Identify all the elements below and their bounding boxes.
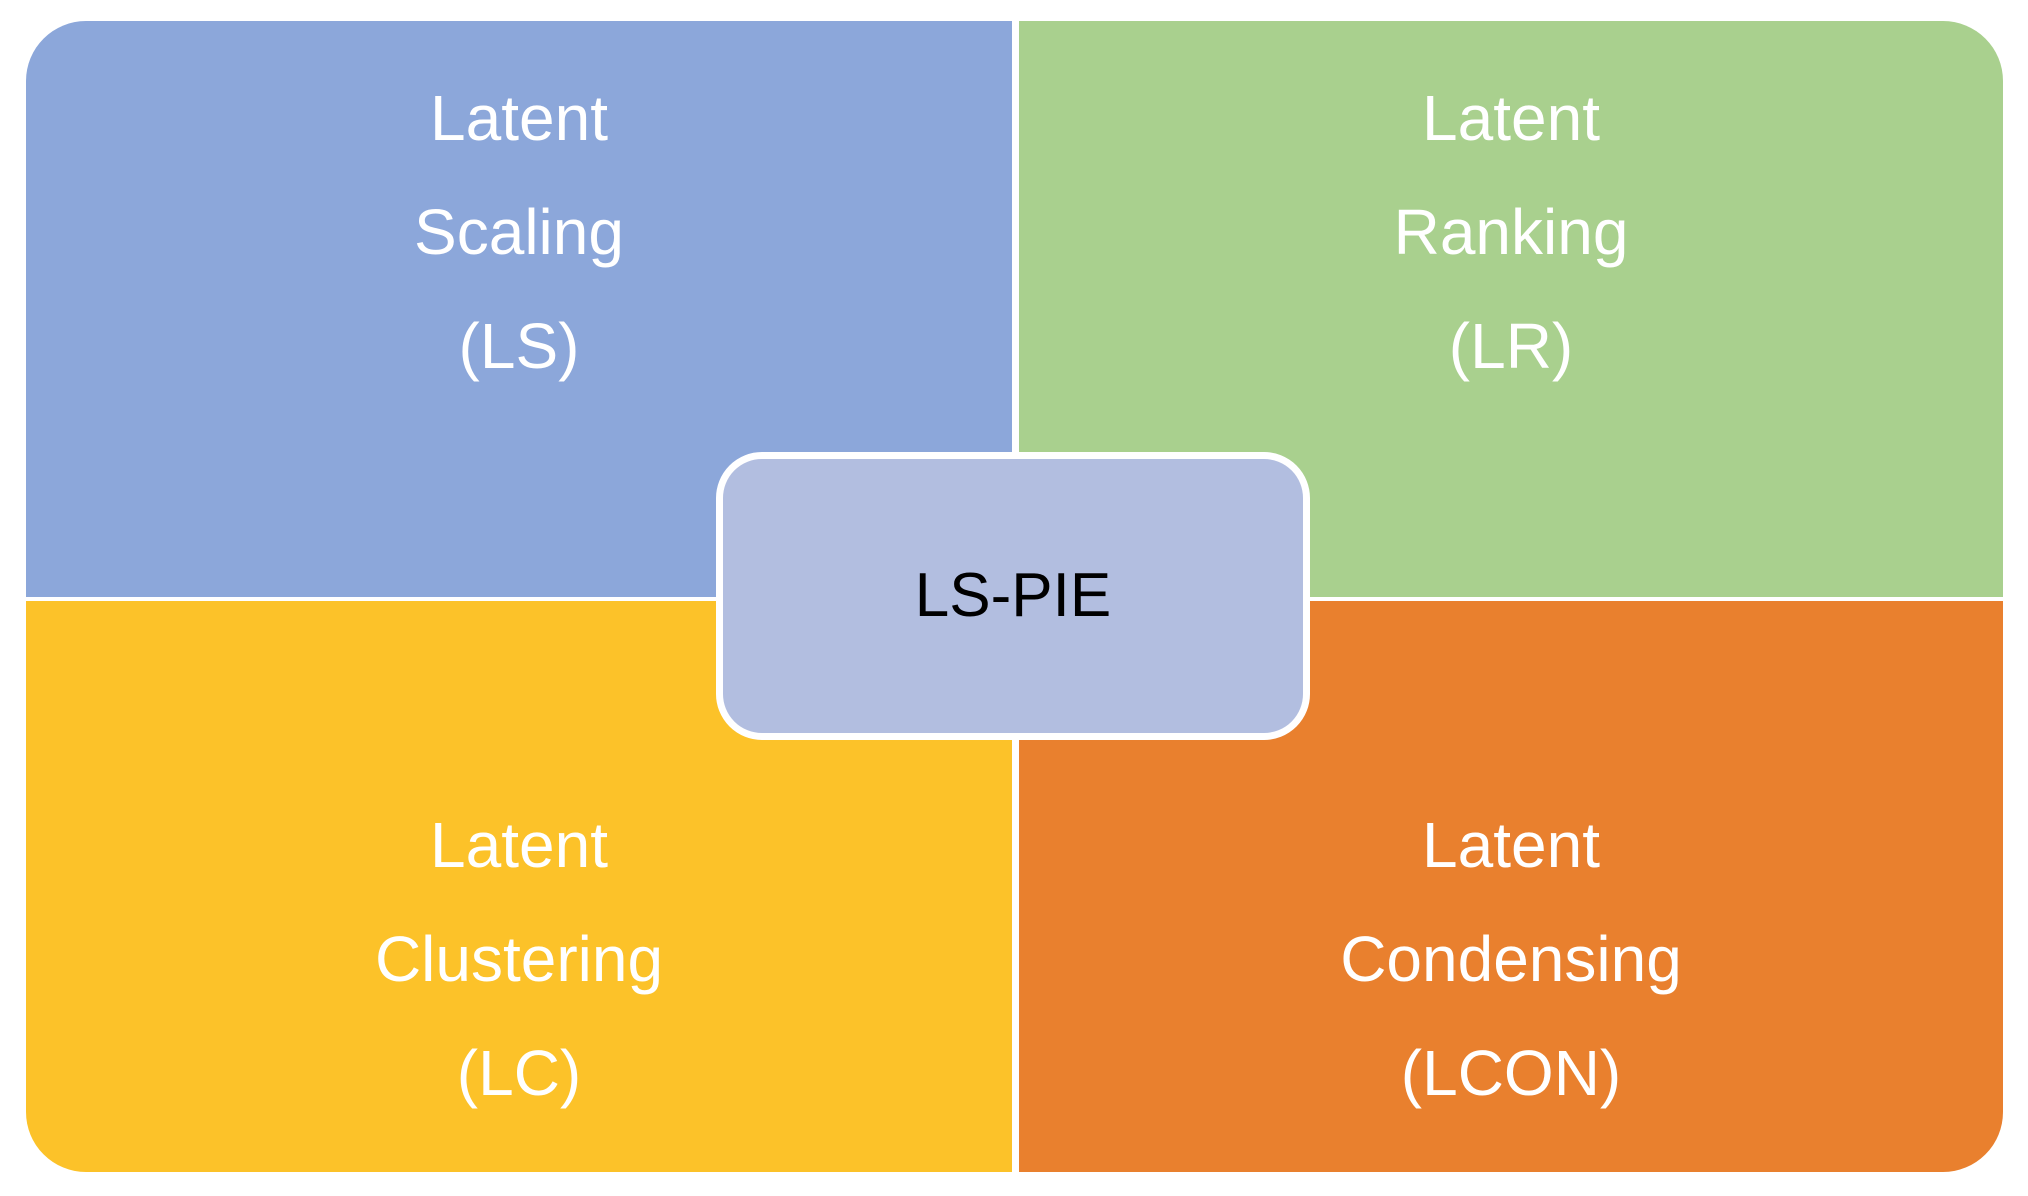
quadrant-latent-ranking-label: Latent Ranking (LR) [1394, 61, 1629, 403]
label-line: (LCON) [1400, 1037, 1622, 1109]
quadrant-latent-condensing-label: Latent Condensing (LCON) [1340, 788, 1682, 1130]
label-line: Ranking [1393, 196, 1629, 268]
label-line: (LS) [458, 310, 580, 382]
label-line: Latent [430, 82, 608, 154]
quadrant-latent-condensing: Latent Condensing (LCON) [1019, 601, 2003, 1172]
label-line: (LC) [456, 1037, 582, 1109]
quadrant-latent-clustering-label: Latent Clustering (LC) [375, 788, 663, 1130]
label-line: Latent [430, 809, 608, 881]
label-line: Latent [1422, 809, 1600, 881]
label-line: (LR) [1448, 310, 1574, 382]
center-ls-pie-badge: LS-PIE [716, 452, 1310, 740]
center-ls-pie-label: LS-PIE [914, 561, 1112, 630]
quadrant-latent-scaling: Latent Scaling (LS) [26, 21, 1012, 597]
label-line: Clustering [374, 923, 664, 995]
label-line: Latent [1422, 82, 1600, 154]
label-line: Scaling [414, 196, 624, 268]
quadrant-latent-scaling-label: Latent Scaling (LS) [414, 61, 624, 403]
label-line: Condensing [1340, 923, 1682, 995]
